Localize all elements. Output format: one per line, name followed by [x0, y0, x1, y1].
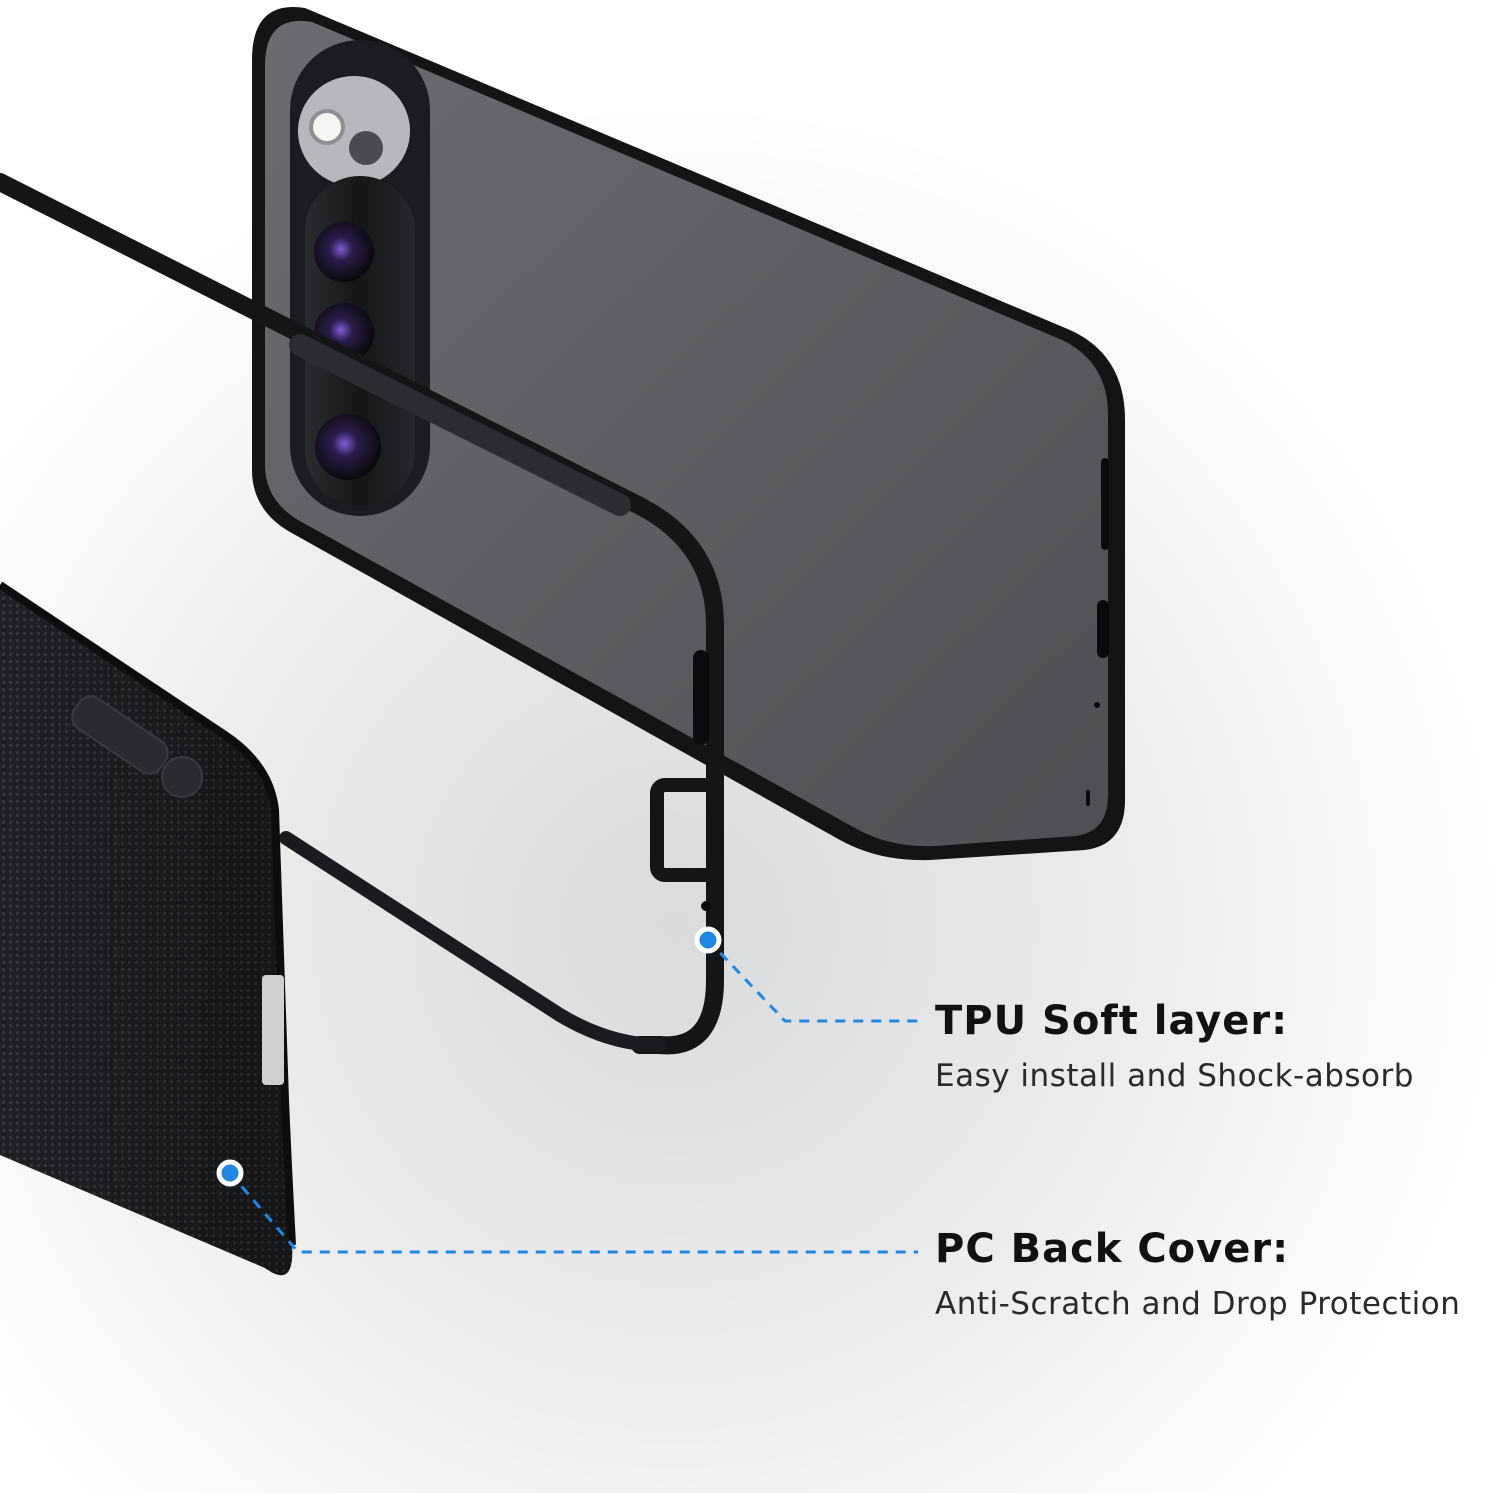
tpu-port-cutout	[650, 778, 722, 882]
pc-cover-description: Anti-Scratch and Drop Protection	[935, 1286, 1461, 1322]
camera-bar-silver-top	[298, 76, 410, 186]
brand-logo	[71, 695, 204, 798]
tpu-layer-description: Easy install and Shock-absorb	[935, 1058, 1414, 1094]
volume-button	[1101, 458, 1109, 550]
tpu-frame-grip	[289, 334, 631, 516]
tpu-bumper-frame	[0, 173, 724, 1055]
tpu-frame-rail	[0, 173, 724, 1055]
tpu-mic-hole	[701, 901, 711, 911]
pc-cover-title: PC Back Cover:	[935, 1226, 1290, 1272]
tpu-layer-title: TPU Soft layer:	[935, 998, 1289, 1044]
usb-port	[1097, 600, 1109, 658]
pc-cover-edge	[0, 581, 296, 1246]
pc-callout-dot	[216, 1159, 244, 1187]
speaker-slot	[1086, 790, 1090, 806]
sensor-icon	[349, 131, 383, 165]
pc-cover-shade	[0, 585, 293, 1276]
phone-back-panel	[265, 20, 1108, 847]
phone	[252, 7, 1125, 861]
pc-cover-cutout	[262, 975, 284, 1085]
tpu-button-cutout	[693, 650, 709, 745]
tpu-callout-dot	[694, 926, 722, 954]
telephoto-lens-icon	[314, 222, 374, 282]
tpu-frame-lower-rail	[279, 831, 667, 1052]
pc-callout-connector	[216, 1159, 918, 1254]
flash-icon	[309, 109, 345, 145]
tpu-callout-connector	[694, 926, 918, 1023]
microphone-hole	[1094, 702, 1100, 708]
ultrawide-lens-icon	[315, 414, 381, 480]
pc-back-cover	[0, 581, 296, 1276]
